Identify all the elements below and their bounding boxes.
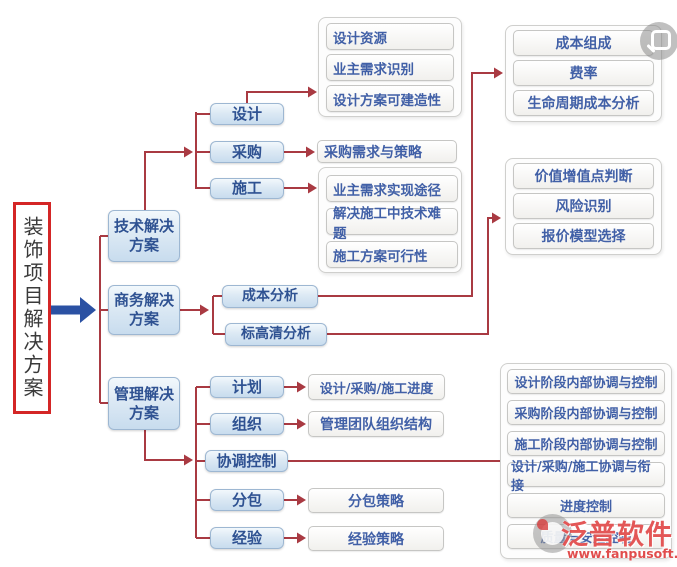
item-risk-identification: 风险识别 [513,193,654,219]
item-label: 设计/采购/施工进度 [319,381,434,397]
item-subcontract-strategy: 分包策略 [308,488,444,513]
node-label: 标高清分析 [241,325,311,342]
node-label: 成本分析 [242,287,298,304]
item-label: 经验策略 [348,531,404,548]
node-design: 设计 [210,103,284,125]
node-label: 经验 [231,528,262,547]
watermark-url: www.fanpusoft.com [567,546,677,561]
item-team-structure: 管理团队组织结构 [308,411,444,437]
item-quotation-model-selection: 报价模型选择 [513,223,654,249]
node-business-solution: 商务解决方案 [108,285,180,335]
node-label: 组织 [231,414,262,433]
item-procurement-phase-coordination: 采购阶段内部协调与控制 [507,400,665,425]
node-technical-solution: 技术解决方案 [108,210,180,262]
item-label: 业主需求实现途径 [333,182,441,199]
node-label: 设计 [231,104,262,123]
item-label: 生命周期成本分析 [527,96,640,112]
node-label: 分包 [231,490,262,509]
item-lifecycle-cost-analysis: 生命周期成本分析 [513,90,654,116]
node-coordination-control: 协调控制 [205,450,288,472]
node-experience: 经验 [210,527,284,549]
item-rate: 费率 [513,60,654,86]
item-value-added-judgment: 价值增值点判断 [513,163,654,189]
item-procurement-strategy: 采购需求与策略 [317,140,457,163]
item-label: 分包策略 [348,493,404,510]
item-schedule-control: 进度控制 [507,493,665,518]
item-label: 成本组成 [555,36,612,52]
node-subcontract: 分包 [210,489,284,511]
item-owner-demand-realization: 业主需求实现途径 [326,175,458,202]
item-dpc-schedule: 设计/采购/施工进度 [308,374,445,400]
item-label: 费率 [569,66,598,82]
item-construction-feasibility: 施工方案可行性 [326,241,458,268]
item-label: 业主需求识别 [333,61,414,78]
node-organization: 组织 [210,413,284,435]
item-label: 施工阶段内部协调与控制 [514,438,658,453]
node-root-label: 装饰项目解决方案 [20,216,44,400]
item-label: 采购阶段内部协调与控制 [514,407,658,422]
node-label: 施工 [231,179,262,198]
item-label: 解决施工中技术难题 [333,205,441,242]
node-construction: 施工 [210,178,284,199]
node-plan: 计划 [210,376,284,398]
item-design-resources: 设计资源 [326,23,454,50]
item-label: 施工方案可行性 [333,248,428,265]
watermark-logo [533,514,572,553]
node-root: 装饰项目解决方案 [13,202,51,414]
item-design-constructability: 设计方案可建造性 [326,85,454,112]
node-cost-analysis: 成本分析 [222,285,318,308]
item-dpc-coordination-connection: 设计/采购/施工协调与衔接 [507,460,665,494]
node-label: 计划 [231,377,262,396]
item-label: 价值增值点判断 [534,169,633,185]
root-arrow-icon [48,297,96,323]
node-label: 商务解决方案 [113,291,174,328]
item-construction-phase-coordination: 施工阶段内部协调与控制 [507,431,665,456]
item-label: 设计/采购/施工协调与衔接 [511,459,651,494]
magnifier-badge[interactable] [640,22,677,60]
node-label: 技术解决方案 [113,217,174,254]
magnifier-icon [651,30,671,50]
item-owner-demand-identification: 业主需求识别 [326,54,454,81]
node-bid-analysis: 标高清分析 [225,323,327,346]
item-label: 采购需求与策略 [324,144,422,161]
item-solve-technical-problems: 解决施工中技术难题 [326,206,458,242]
item-label: 设计阶段内部协调与控制 [514,376,658,391]
node-management-solution: 管理解决方案 [108,377,180,430]
item-label: 进度控制 [559,500,612,515]
item-label: 管理团队组织结构 [320,417,432,433]
item-label: 设计资源 [333,30,387,47]
item-design-phase-coordination: 设计阶段内部协调与控制 [507,369,665,394]
node-procurement: 采购 [210,141,284,163]
item-label: 报价模型选择 [541,229,626,245]
item-experience-strategy: 经验策略 [308,526,444,551]
node-label: 管理解决方案 [113,384,174,422]
item-label: 设计方案可建造性 [333,92,441,109]
node-label: 协调控制 [216,451,277,470]
item-label: 风险识别 [555,199,612,215]
node-label: 采购 [231,142,262,161]
item-cost-composition: 成本组成 [513,30,654,56]
watermark-brand: 泛普软件 [561,520,673,551]
